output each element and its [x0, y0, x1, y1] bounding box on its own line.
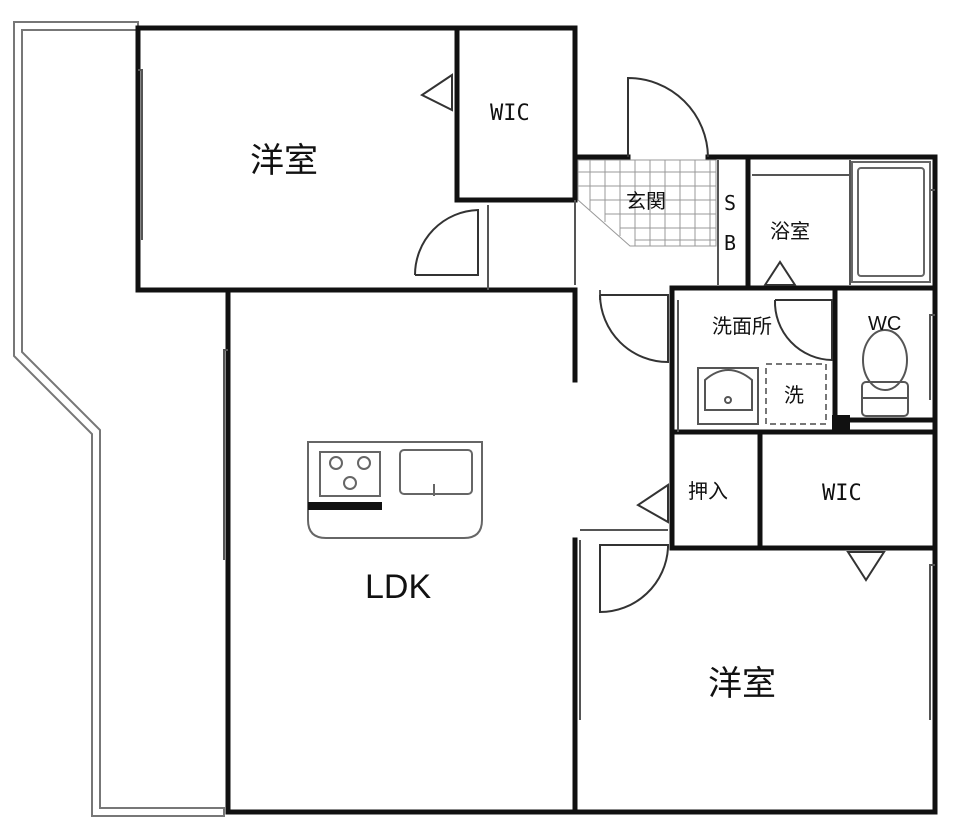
label-western-room-top: 洋室 [250, 141, 318, 181]
label-shoe-box-s: S [724, 191, 736, 215]
kitchen-counter-edge [308, 502, 382, 510]
label-wic-right: WIC [822, 481, 862, 506]
label-washer: 洗 [784, 383, 804, 407]
label-western-room-bottom: 洋室 [708, 664, 776, 704]
washer-space [765, 363, 827, 425]
label-ldk: LDK [365, 568, 431, 606]
label-entrance: 玄関 [626, 189, 666, 213]
label-wic-top: WIC [490, 101, 530, 126]
balcony [13, 21, 225, 817]
bathtub-icon [851, 161, 931, 283]
entrance-tiles [577, 159, 717, 247]
label-bathroom: 浴室 [770, 219, 810, 243]
doors [414, 76, 833, 614]
kitchen-counter-icon [307, 441, 483, 539]
opening-markers [420, 73, 886, 582]
label-toilet: WC [868, 313, 901, 335]
label-shoe-box-b: B [724, 231, 736, 255]
label-closet: 押入 [688, 479, 728, 503]
pipe-shaft [832, 415, 850, 433]
toilet-icon [861, 329, 909, 417]
walls [135, 25, 938, 815]
washbasin-icon [697, 367, 759, 425]
label-washroom: 洗面所 [712, 314, 772, 338]
